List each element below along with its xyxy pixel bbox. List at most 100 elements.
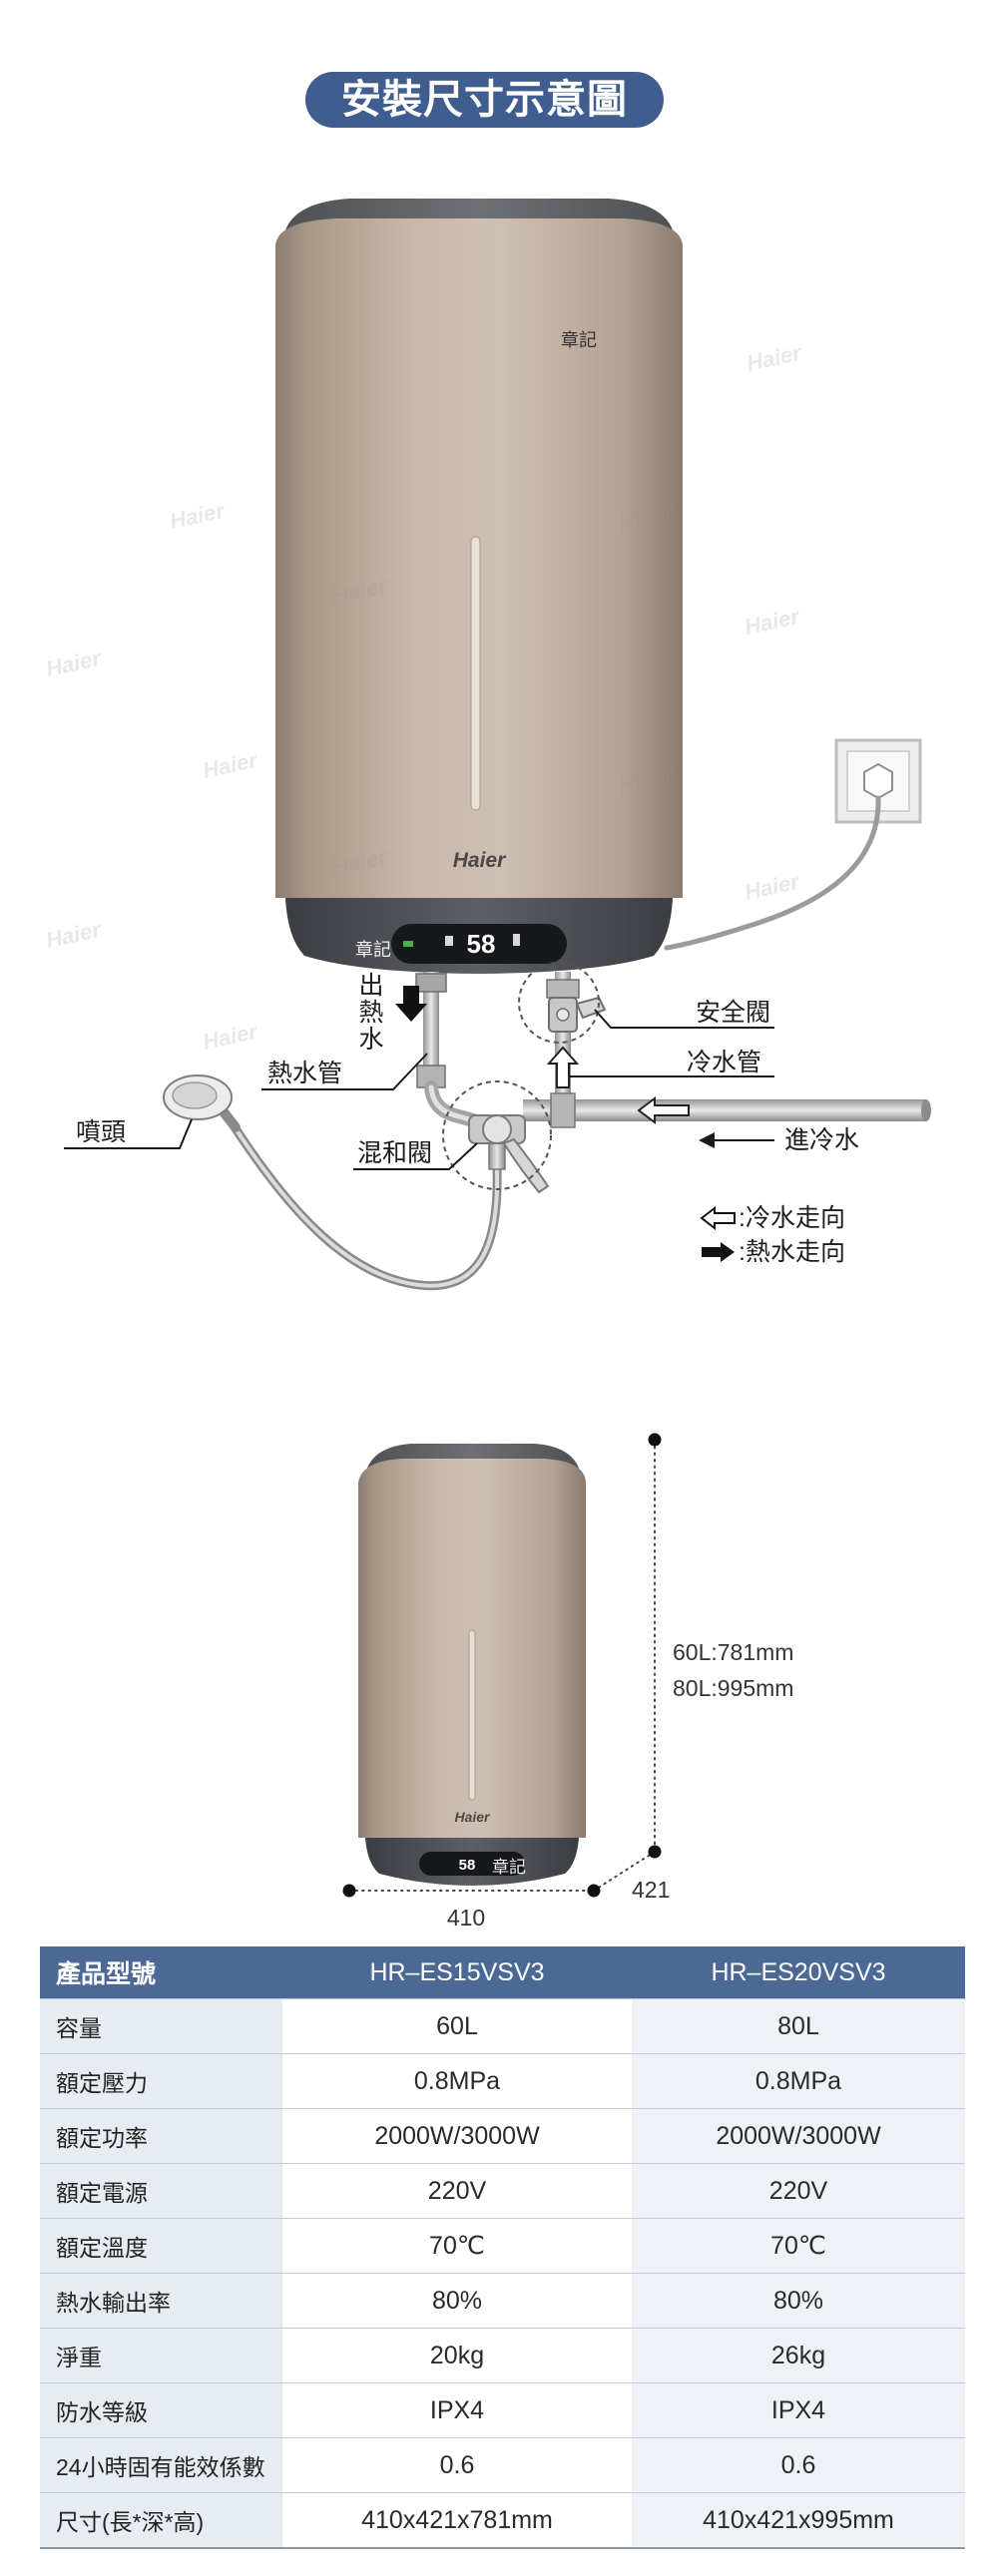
row-value: 220V (632, 2163, 965, 2219)
row-label: 額定壓力 (40, 2053, 282, 2109)
row-value: 0.6 (282, 2437, 632, 2493)
dimension-dot (648, 1433, 662, 1447)
row-label: 熱水輸出率 (40, 2273, 282, 2329)
row-value: 70℃ (282, 2218, 632, 2274)
cold-flow-up-arrow-icon (546, 1046, 580, 1088)
hot-flow-down-arrow-icon (395, 986, 427, 1022)
mixing-valve-highlight (442, 1080, 552, 1190)
panel-indicator (403, 941, 413, 947)
table-row: 額定壓力 0.8MPa 0.8MPa (40, 2053, 965, 2109)
table-row: 額定溫度 70℃ 70℃ (40, 2218, 965, 2274)
display-panel (419, 1852, 525, 1876)
dimension-dots (342, 1433, 662, 1898)
row-label: 淨重 (40, 2328, 282, 2383)
heater-light-bar (468, 1629, 476, 1801)
legend-cold-flow: :冷水走向 (739, 1204, 845, 1232)
table-row: 尺寸(長*深*高) 410x421x781mm 410x421x995mm (40, 2492, 965, 2549)
watermark: Haier (44, 645, 104, 681)
row-label: 容量 (40, 1998, 282, 2054)
label-safety-valve: 安全閥 (696, 999, 771, 1027)
hollow-left-arrow-icon (700, 1205, 736, 1231)
brand-logo: Haier (454, 1809, 491, 1825)
dimension-dot (648, 1845, 662, 1859)
display-reading: 58 (467, 929, 496, 959)
depth-label: 421 (632, 1877, 670, 1903)
label-shower-head: 噴頭 (76, 1118, 127, 1146)
row-value: 2000W/3000W (282, 2108, 632, 2164)
table-header-row: 產品型號 HR–ES15VSV3 HR–ES20VSV3 (40, 1946, 965, 1999)
dimension-dot (587, 1884, 601, 1898)
stamp-mark-panel: 章記 (355, 940, 391, 960)
row-value: IPX4 (632, 2382, 965, 2438)
row-value: 80% (632, 2273, 965, 2329)
row-value: 2000W/3000W (632, 2108, 965, 2164)
watermark: Haier (743, 869, 802, 905)
table-row: 24小時固有能效係數 0.6 0.6 (40, 2437, 965, 2493)
header-cell-model-1: HR–ES15VSV3 (282, 1946, 632, 1999)
table-row: 熱水輸出率 80% 80% (40, 2273, 965, 2329)
mixing-valve (468, 1114, 550, 1194)
watermark: Haier (745, 340, 804, 376)
row-value: 0.6 (632, 2437, 965, 2493)
display-reading: 58 (459, 1857, 476, 1874)
row-value: 0.8MPa (632, 2053, 965, 2109)
watermark: Haier (201, 1019, 260, 1055)
row-value: 26kg (632, 2328, 965, 2383)
height-label-80L: 80L:995mm (673, 1675, 793, 1701)
leader-lines (64, 1009, 774, 1170)
header-cell-model: 產品型號 (40, 1946, 282, 1999)
row-value: 60L (282, 1998, 632, 2054)
label-mixing-valve: 混和閥 (357, 1139, 433, 1167)
table-row: 淨重 20kg 26kg (40, 2328, 965, 2383)
label-hot-water-outlet: 出熱水 (355, 972, 383, 1053)
leader-hot-water-pipe (261, 1053, 428, 1090)
page-title: 安裝尺寸示意圖 (305, 72, 664, 128)
row-value: 70℃ (632, 2218, 965, 2274)
product-illustration: Haier 章記 58 章記 (44, 199, 931, 1931)
table-row: 防水等級 IPX4 IPX4 (40, 2382, 965, 2438)
display-panel (391, 924, 567, 964)
safety-valve (546, 979, 607, 1033)
shower-head (163, 1074, 241, 1132)
stamp-mark: 章記 (561, 330, 597, 350)
watermark: Haier (44, 917, 104, 953)
row-label: 額定溫度 (40, 2218, 282, 2274)
legend-hot-flow: :熱水走向 (739, 1238, 845, 1266)
safety-valve-highlight (518, 962, 600, 1044)
width-label: 410 (447, 1905, 485, 1931)
row-label: 額定功率 (40, 2108, 282, 2164)
table-row: 容量 60L 80L (40, 1998, 965, 2054)
row-label: 24小時固有能效係數 (40, 2437, 282, 2493)
cold-inlet-arrow-icon (699, 1132, 715, 1148)
hot-water-pipe (415, 972, 484, 1128)
dimension-dot (342, 1884, 356, 1898)
row-value: 80% (282, 2273, 632, 2329)
label-cold-water-inlet: 進冷水 (784, 1126, 860, 1154)
label-cold-water-pipe: 冷水管 (687, 1049, 762, 1076)
dimension-lines (348, 1446, 656, 1892)
row-value: 410x421x781mm (282, 2492, 632, 2549)
row-label: 尺寸(長*深*高) (40, 2492, 282, 2549)
leader-mixing-valve (353, 1142, 478, 1170)
plug-icon (863, 762, 893, 800)
row-value: 410x421x995mm (632, 2492, 965, 2549)
depth-dimension-line (593, 1851, 656, 1892)
row-value: 0.8MPa (282, 2053, 632, 2109)
row-value: IPX4 (282, 2382, 632, 2438)
watermark: Haier (743, 604, 802, 640)
row-label: 額定電源 (40, 2163, 282, 2219)
leader-shower-head (64, 1118, 193, 1149)
water-heater-dimension: Haier 58 章記 (358, 1444, 586, 1886)
table-row: 額定功率 2000W/3000W 2000W/3000W (40, 2108, 965, 2164)
label-hot-water-pipe: 熱水管 (267, 1060, 343, 1087)
row-value: 20kg (282, 2328, 632, 2383)
cold-flow-left-arrow-icon (637, 1096, 690, 1124)
leader-safety-valve (594, 1009, 774, 1029)
brand-logo: Haier (453, 849, 507, 872)
header-cell-model-2: HR–ES20VSV3 (632, 1946, 965, 1999)
solid-right-arrow-icon (702, 1242, 735, 1262)
spec-table: 產品型號 HR–ES15VSV3 HR–ES20VSV3 容量 60L 80L … (40, 1946, 965, 2549)
panel-icon (513, 934, 520, 946)
heater-light-bar (470, 536, 481, 811)
table-row: 額定電源 220V 220V (40, 2163, 965, 2219)
